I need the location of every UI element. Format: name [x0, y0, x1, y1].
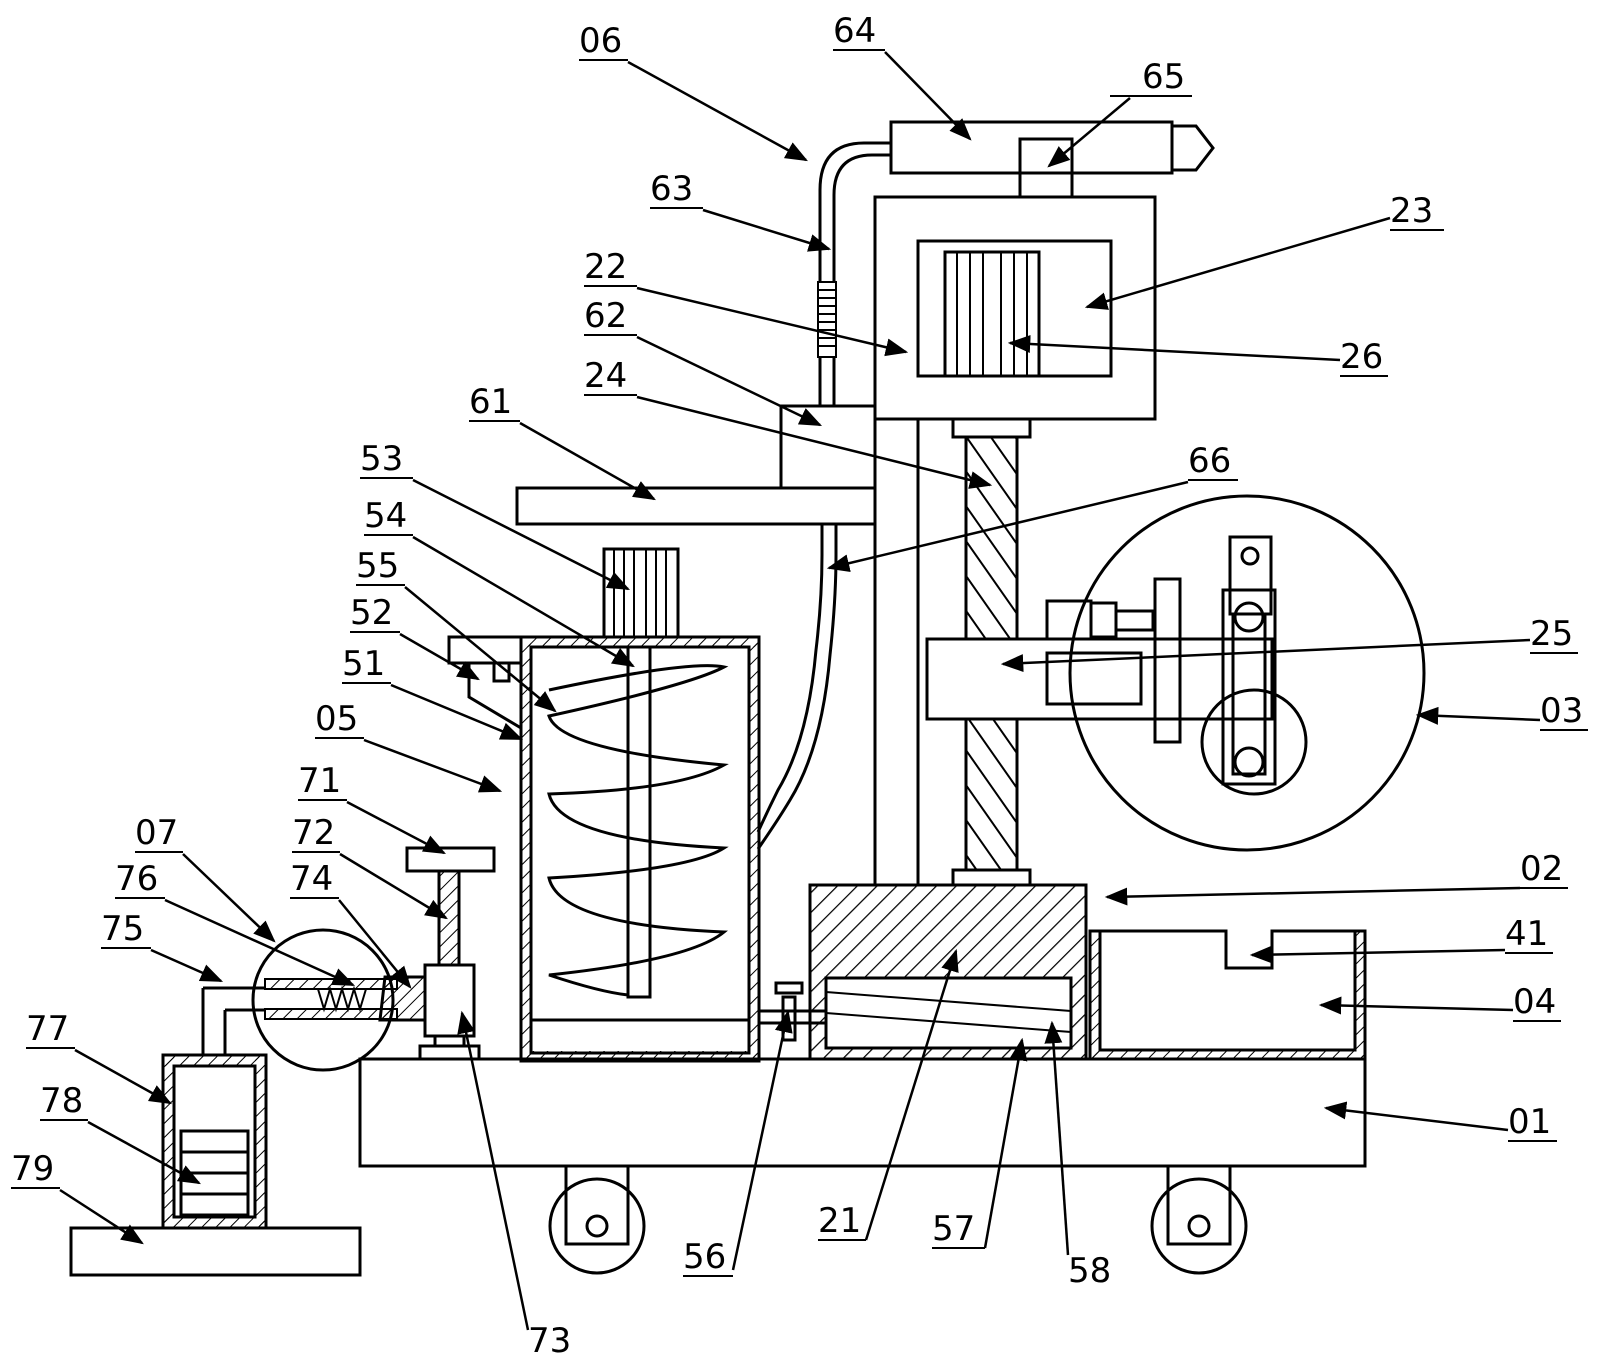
label-25: 25	[1530, 614, 1573, 654]
label-21: 21	[818, 1201, 861, 1241]
label-53: 53	[360, 439, 403, 479]
leader-line-04	[1318, 996, 1514, 1015]
leader-line-56	[731, 1009, 793, 1271]
leader-line-63	[702, 208, 832, 252]
label-24: 24	[584, 356, 627, 396]
label-62: 62	[584, 296, 627, 336]
leader-line-57	[983, 1037, 1028, 1249]
label-06: 06	[579, 21, 622, 61]
label-66: 66	[1188, 441, 1231, 481]
base-plate-79	[69, 1226, 362, 1277]
block-21	[808, 883, 1088, 1061]
leader-line-22	[636, 286, 909, 357]
label-01: 01	[1508, 1102, 1551, 1142]
disc-03	[1068, 494, 1426, 852]
leader-line-55	[404, 586, 557, 713]
leader-line-74	[338, 899, 412, 989]
label-65: 65	[1142, 57, 1185, 97]
label-75: 75	[101, 909, 144, 949]
label-07: 07	[135, 813, 178, 853]
leader-line-62	[636, 335, 823, 427]
label-26: 26	[1340, 337, 1383, 377]
wheel-right	[1150, 1166, 1248, 1275]
leader-line-05	[363, 738, 503, 793]
label-64: 64	[833, 11, 876, 51]
leader-line-25	[1000, 638, 1531, 673]
leader-line-71	[346, 800, 446, 855]
leader-line-58	[1044, 1020, 1070, 1256]
leader-lines	[59, 51, 1541, 1331]
leader-line-23	[1084, 216, 1391, 310]
leader-line-53	[412, 478, 631, 591]
label-76: 76	[115, 859, 158, 899]
leader-line-78	[87, 1120, 201, 1185]
label-79: 79	[11, 1149, 54, 1189]
leader-line-65	[1047, 97, 1131, 168]
slider-25	[925, 577, 1274, 744]
reference-labels: 06 64 65 63 23 22 62 26 24 61 66 53 54 55 52 25 51 03 05 71…	[11, 11, 1588, 1361]
label-22: 22	[584, 247, 627, 287]
leader-line-03	[1415, 706, 1541, 725]
pipe-66	[756, 524, 838, 850]
tank-04	[1088, 929, 1367, 1061]
label-52: 52	[350, 593, 393, 633]
leader-line-02	[1104, 886, 1521, 906]
label-61: 61	[469, 382, 512, 422]
reservoir-77	[161, 988, 268, 1230]
label-58: 58	[1068, 1251, 1111, 1291]
label-23: 23	[1390, 191, 1433, 231]
leader-line-51	[390, 683, 524, 741]
label-63: 63	[650, 169, 693, 209]
label-78: 78	[40, 1081, 83, 1121]
leader-line-26	[1007, 335, 1341, 362]
bracket-61	[515, 404, 877, 526]
leader-line-64	[884, 51, 972, 141]
label-71: 71	[298, 761, 341, 801]
leader-line-21	[864, 948, 959, 1241]
leader-line-72	[339, 852, 448, 920]
label-05: 05	[315, 699, 358, 739]
pipe-63	[817, 141, 891, 406]
leader-line-01	[1323, 1101, 1509, 1132]
label-56: 56	[683, 1237, 726, 1277]
leader-line-52	[399, 632, 480, 681]
leader-line-75	[150, 948, 224, 983]
label-54: 54	[364, 496, 407, 536]
label-55: 55	[356, 546, 399, 586]
label-41: 41	[1505, 914, 1548, 954]
leader-line-77	[74, 1048, 172, 1105]
leader-line-54	[412, 535, 635, 668]
label-02: 02	[1520, 849, 1563, 889]
leader-line-76	[164, 898, 356, 987]
leader-line-24	[636, 395, 993, 489]
label-57: 57	[932, 1209, 975, 1249]
label-77: 77	[26, 1009, 69, 1049]
detail-07	[203, 928, 427, 1072]
leader-line-06	[627, 60, 808, 162]
label-73: 73	[528, 1321, 571, 1361]
leader-line-61	[519, 421, 656, 501]
leader-line-07	[182, 853, 276, 943]
label-72: 72	[292, 813, 335, 853]
handle-71	[405, 846, 496, 1061]
label-04: 04	[1513, 982, 1556, 1022]
label-03: 03	[1540, 691, 1583, 731]
leader-line-79	[59, 1188, 144, 1245]
leader-line-73	[457, 1010, 530, 1331]
leader-line-41	[1249, 945, 1506, 964]
leader-line-66	[826, 480, 1189, 573]
vertical-frame-22	[873, 120, 1215, 887]
label-51: 51	[342, 644, 385, 684]
mixing-tank-05	[447, 547, 761, 1063]
label-74: 74	[290, 859, 333, 899]
wheel-left	[548, 1166, 646, 1275]
